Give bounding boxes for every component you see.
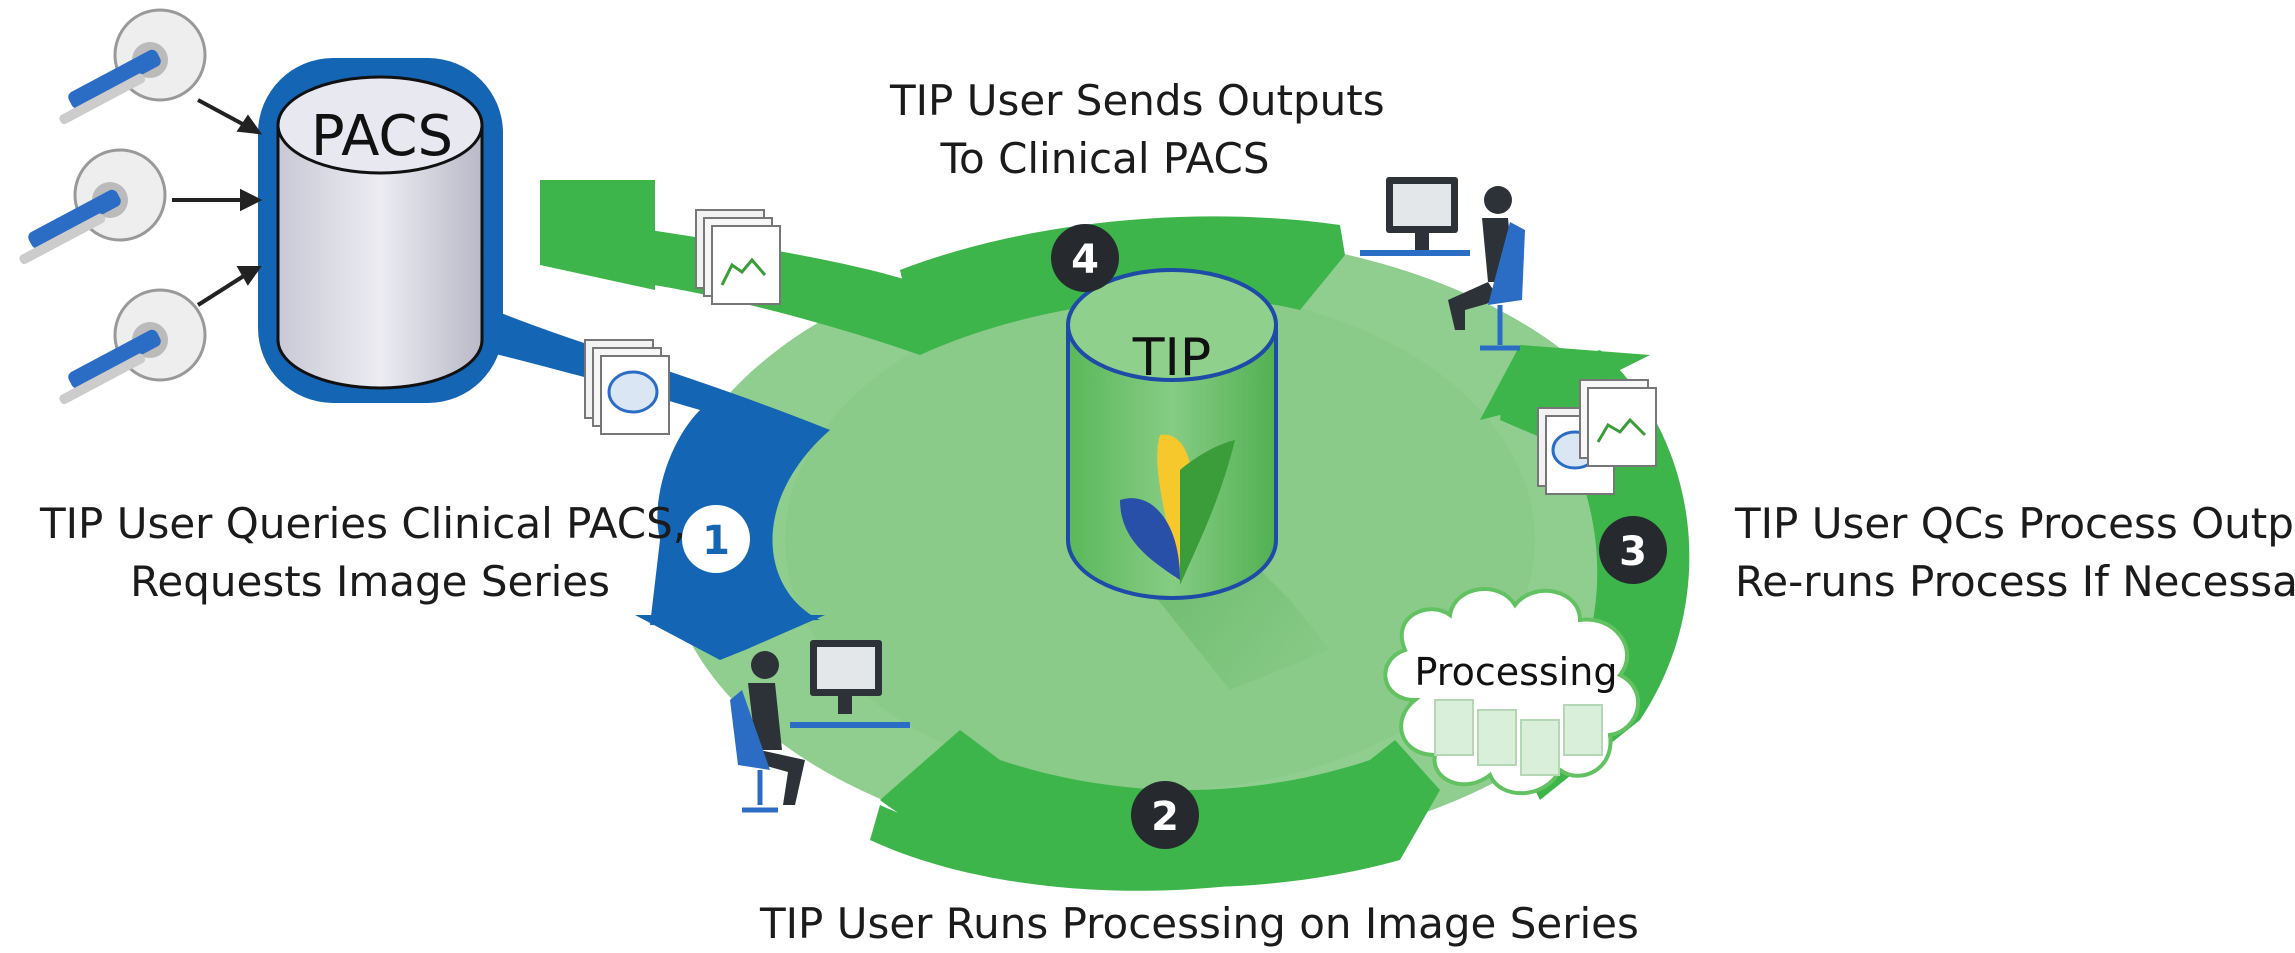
mri-scanner-icon bbox=[59, 8, 207, 125]
step-1-number: 1 bbox=[702, 518, 730, 564]
step4-label: TIP User Sends Outputs To Clinical PACS bbox=[890, 72, 1385, 188]
step2-label-line: TIP User Runs Processing on Image Series bbox=[760, 899, 1639, 948]
step3-label-line2: Re-runs Process If Necessary bbox=[1735, 557, 2295, 606]
arrow-step3-head bbox=[1480, 345, 1650, 420]
step-1-badge bbox=[682, 505, 750, 573]
user-at-computer-icon bbox=[730, 640, 910, 813]
step1-label-line2: Requests Image Series bbox=[130, 557, 610, 606]
step1-label: TIP User Queries Clinical PACS, Requests… bbox=[40, 495, 687, 611]
server-cloud-icon bbox=[1434, 699, 1603, 776]
brain-image-icon bbox=[584, 339, 670, 435]
tip-logo-icon bbox=[1120, 434, 1235, 585]
pacs-label: PACS bbox=[311, 104, 453, 169]
step3-label: TIP User QCs Process Outputs, Re-runs Pr… bbox=[1735, 495, 2295, 611]
step-2-badge bbox=[1131, 781, 1199, 849]
step2-label: TIP User Runs Processing on Image Series bbox=[760, 895, 1639, 953]
step-4-badge bbox=[1051, 224, 1119, 292]
mri-scanner-icon bbox=[59, 288, 207, 405]
arrow-step4-head bbox=[540, 180, 655, 290]
step1-label-line1: TIP User Queries Clinical PACS, bbox=[40, 499, 687, 548]
step4-label-line2: To Clinical PACS bbox=[940, 134, 1270, 183]
step-4-number: 4 bbox=[1071, 237, 1099, 283]
user-at-computer-icon bbox=[1360, 177, 1525, 351]
tip-label: TIP bbox=[1132, 328, 1211, 388]
arrow-step1-head bbox=[635, 615, 825, 660]
pacs-database bbox=[258, 58, 503, 403]
graph-document-icon bbox=[695, 209, 781, 305]
processing-label: Processing bbox=[1415, 650, 1618, 694]
step-3-badge bbox=[1599, 516, 1667, 584]
scanner-arrows bbox=[172, 98, 263, 307]
step4-label-line1: TIP User Sends Outputs bbox=[890, 76, 1385, 125]
mri-scanner-icon bbox=[19, 148, 167, 265]
step-2-number: 2 bbox=[1151, 794, 1179, 840]
graph-document-icon bbox=[1537, 379, 1657, 495]
step-3-number: 3 bbox=[1619, 529, 1647, 575]
step3-label-line1: TIP User QCs Process Outputs, bbox=[1735, 499, 2295, 548]
